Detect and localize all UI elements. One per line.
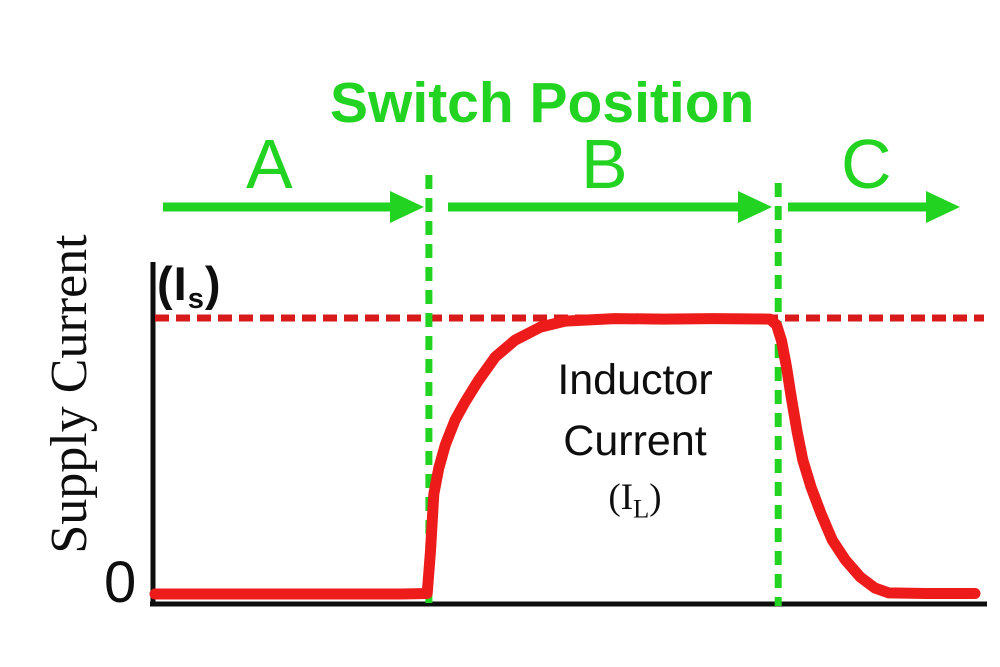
chart-title: Switch Position [330,71,755,135]
is-axis-value: (Is) [157,256,222,316]
region-c-arrow [788,191,960,223]
il-symbol-prefix: (I [608,477,634,518]
il-symbol-subscript: L [633,493,650,524]
il-symbol-suffix: ) [649,477,662,518]
inductor-current-annotation: Inductor Current (IL) [455,350,815,535]
y-axis-zero-tick: 0 [104,550,137,615]
region-a-arrow [163,191,424,223]
inductor-current-curve [149,313,981,600]
region-label-a: A [246,125,293,203]
annotation-symbol: (IL) [455,472,815,535]
y-axis-title: Supply Current [41,234,98,554]
region-b-arrow [448,191,772,223]
region-label-b: B [581,125,628,203]
is-value-suffix: ) [204,257,222,310]
is-value-prefix: (I [157,257,188,310]
annotation-line-2: Current [563,417,707,465]
is-value-subscript: s [187,283,205,316]
region-label-c: C [841,125,892,203]
annotation-line-1: Inductor [557,356,713,404]
